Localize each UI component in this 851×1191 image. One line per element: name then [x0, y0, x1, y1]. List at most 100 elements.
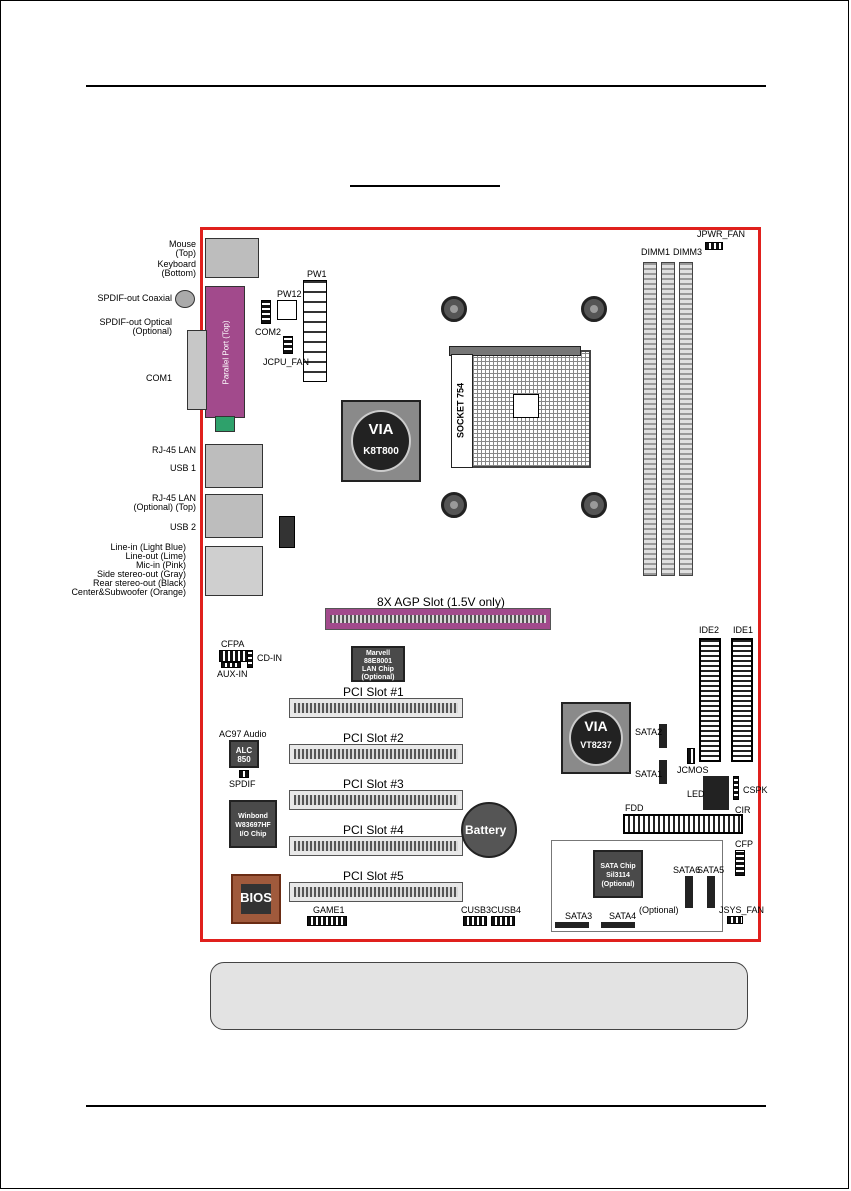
mount-hole-bl — [441, 492, 467, 518]
debug-led — [703, 776, 729, 810]
sata-chip: SATA Chip Sil3114 (Optional) — [593, 850, 643, 898]
label-sata1: SATA1 — [635, 769, 663, 779]
northbridge-chip: VIA K8T800 — [341, 400, 421, 482]
label-dimm3: DIMM3 — [673, 247, 702, 257]
bottom-rule — [86, 1105, 766, 1107]
label-spdif: SPDIF — [229, 779, 256, 789]
label-com2: COM2 — [255, 327, 282, 337]
lan-usb2-stack — [205, 494, 263, 538]
parallel-port — [205, 286, 245, 418]
top-rule — [86, 85, 766, 87]
lan-usb1-stack — [205, 444, 263, 488]
label-cusb4: CUSB4 — [491, 905, 522, 915]
cfp-header — [735, 850, 745, 876]
jpwr-fan-header — [705, 242, 723, 250]
label-com1: COM1 — [145, 373, 172, 383]
ide1-connector — [731, 638, 753, 762]
jcpu-fan-header — [283, 336, 293, 354]
label-agp-slot: 8X AGP Slot (1.5V only) — [377, 595, 505, 609]
ps2-ports — [205, 238, 259, 278]
label-cspk: CSPK — [743, 785, 768, 795]
cspk-header — [733, 776, 739, 800]
label-pci4: PCI Slot #4 — [343, 823, 404, 837]
motherboard-outline: Parallel Port (Top) PW1 PW12 COM2 JCPU_F… — [175, 227, 768, 942]
sata1-connector — [659, 760, 667, 784]
jcmos-header — [687, 748, 695, 764]
pw1-connector — [303, 280, 327, 382]
label-spdif-optical: SPDIF-out Optical (Optional) — [99, 317, 172, 336]
label-ide1: IDE1 — [733, 625, 754, 635]
pw12-connector — [277, 300, 297, 320]
southbridge-chip: VIA VT8237 — [561, 702, 631, 774]
label-usb2: USB 2 — [169, 522, 196, 532]
audio-jack-stack — [205, 546, 263, 596]
label-jsys-fan: JSYS_FAN — [719, 905, 765, 915]
sata-optional-area — [551, 840, 723, 932]
label-cd-in: CD-IN — [257, 653, 282, 663]
sata2-connector — [659, 724, 667, 748]
label-sata6: SATA6 — [673, 865, 701, 875]
label-pci2: PCI Slot #2 — [343, 731, 404, 745]
sata4-connector — [601, 922, 635, 928]
lan-chip: Marvell 88E8001 LAN Chip (Optional) — [351, 646, 405, 682]
alc-chip: ALC 850 — [229, 740, 259, 768]
spdif-optical-jack — [215, 416, 235, 432]
usb-header-small — [279, 516, 295, 548]
spdif-coaxial-jack — [175, 290, 195, 308]
pci-slot-4 — [289, 836, 463, 856]
label-sata3: SATA3 — [565, 911, 593, 921]
sata3-connector — [555, 922, 589, 928]
pci-slot-3 — [289, 790, 463, 810]
label-keyboard: Keyboard (Bottom) — [157, 259, 196, 278]
cusb3-header — [463, 916, 487, 926]
label-battery: Battery — [465, 823, 507, 837]
label-aux-in: AUX-IN — [217, 669, 248, 679]
label-pw1: PW1 — [307, 269, 327, 279]
label-sata5: SATA5 — [697, 865, 725, 875]
label-jcmos: JCMOS — [677, 765, 709, 775]
socket-lever — [449, 346, 581, 356]
label-jpwr-fan: JPWR_FAN — [697, 229, 746, 239]
caption-box — [210, 962, 748, 1030]
label-dimm1: DIMM1 — [641, 247, 670, 257]
label-parallel-port: Parallel Port (Top) — [221, 320, 231, 385]
io-chip: Winbond W83697HF I/O Chip — [229, 800, 277, 848]
label-sata2: SATA2 — [635, 727, 663, 737]
label-ide2: IDE2 — [699, 625, 720, 635]
label-rj45-lan: RJ-45 LAN — [151, 445, 196, 455]
label-cfpa: CFPA — [221, 639, 245, 649]
mount-hole-br — [581, 492, 607, 518]
jsys-fan-header — [727, 916, 743, 924]
mount-hole-tr — [581, 296, 607, 322]
ide2-connector — [699, 638, 721, 762]
pci-slot-5 — [289, 882, 463, 902]
label-mouse: Mouse (Top) — [168, 239, 196, 258]
label-socket: SOCKET 754 — [455, 382, 466, 439]
com1-connector — [187, 330, 207, 410]
cd-in-header — [247, 650, 253, 668]
dimm-slot-1 — [643, 262, 657, 576]
battery — [461, 802, 517, 858]
label-usb1: USB 1 — [169, 463, 196, 473]
aux-in-header — [221, 662, 241, 668]
label-led: LED — [687, 789, 705, 799]
label-sata4: SATA4 — [609, 911, 637, 921]
southbridge-model: VT8237 — [580, 740, 612, 750]
label-cir: CIR — [735, 805, 751, 815]
agp-slot — [325, 608, 551, 630]
label-ac97-audio: AC97 Audio — [219, 729, 267, 739]
label-bios: BIOS — [240, 890, 272, 905]
label-spdif-coaxial: SPDIF-out Coaxial — [97, 293, 172, 303]
sata5-connector — [707, 876, 715, 908]
label-pw12: PW12 — [277, 289, 302, 299]
dimm-slot-2 — [661, 262, 675, 576]
label-jcpu-fan: JCPU_FAN — [263, 357, 310, 367]
cusb4-header — [491, 916, 515, 926]
pci-slot-2 — [289, 744, 463, 764]
label-cfp: CFP — [735, 839, 753, 849]
label-game1: GAME1 — [313, 905, 345, 915]
sata6-connector — [685, 876, 693, 908]
mount-hole-tl — [441, 296, 467, 322]
